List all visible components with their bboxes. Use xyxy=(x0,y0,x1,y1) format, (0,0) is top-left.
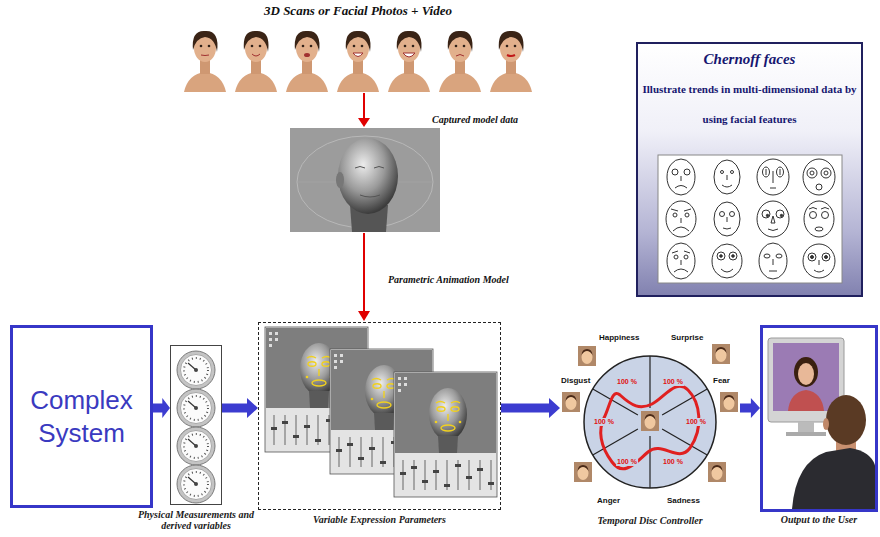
panel-text: Illustrate trends in multi-dimensional d… xyxy=(638,74,861,134)
face-grid xyxy=(638,44,861,295)
panel-title: Chernoff faces xyxy=(638,50,861,68)
arrow-label: Captured model data xyxy=(432,114,518,126)
panel-caption: Physical Measurements and derived variab… xyxy=(137,509,255,531)
system-box: Complex System xyxy=(10,325,153,508)
expression-screens xyxy=(265,327,497,497)
gauge-panel: Physical Measurements and derived variab… xyxy=(170,345,222,505)
emotion-label: Surprise xyxy=(670,333,704,342)
flow-arrow xyxy=(740,398,760,418)
output-box: Output to the User xyxy=(760,325,878,512)
photo-strip xyxy=(180,20,536,92)
user-at-monitor xyxy=(768,338,875,509)
percent-label: 100 % xyxy=(662,378,684,386)
percent-label: 100 % xyxy=(616,378,638,386)
group-caption: Variable Expression Parameters xyxy=(313,514,446,525)
emotion-label: Fear xyxy=(712,376,731,385)
flow-arrow xyxy=(501,398,560,418)
emotion-label: Happiness xyxy=(598,333,640,342)
flow-arrow xyxy=(222,398,258,418)
emotion-label: Sadness xyxy=(666,496,701,505)
parameter-group: Variable Expression Parameters xyxy=(258,322,501,510)
gauges xyxy=(177,351,215,503)
box-caption: Output to the User xyxy=(781,514,857,525)
flow-arrow xyxy=(153,398,170,418)
arrow-label: Parametric Animation Model xyxy=(388,274,509,286)
percent-label: 100 % xyxy=(593,418,615,426)
disc-caption: Temporal Disc Controller xyxy=(597,515,702,526)
emotion-label: Anger xyxy=(596,496,621,505)
section-title: 3D Scans or Facial Photos + Video xyxy=(264,3,452,19)
box-title: Complex System xyxy=(17,384,146,449)
head-model xyxy=(290,128,440,232)
percent-label: 100 % xyxy=(662,458,684,466)
emotion-label: Disgust xyxy=(560,376,591,385)
disc-controller: Happiness SurpriseDisgust FearAnger Sadness… xyxy=(560,330,740,510)
temporal-disc xyxy=(562,344,738,488)
info-panel: Chernoff facesIllustrate trends in multi… xyxy=(636,42,863,297)
percent-label: 100 % xyxy=(616,458,638,466)
percent-label: 100 % xyxy=(685,418,707,426)
